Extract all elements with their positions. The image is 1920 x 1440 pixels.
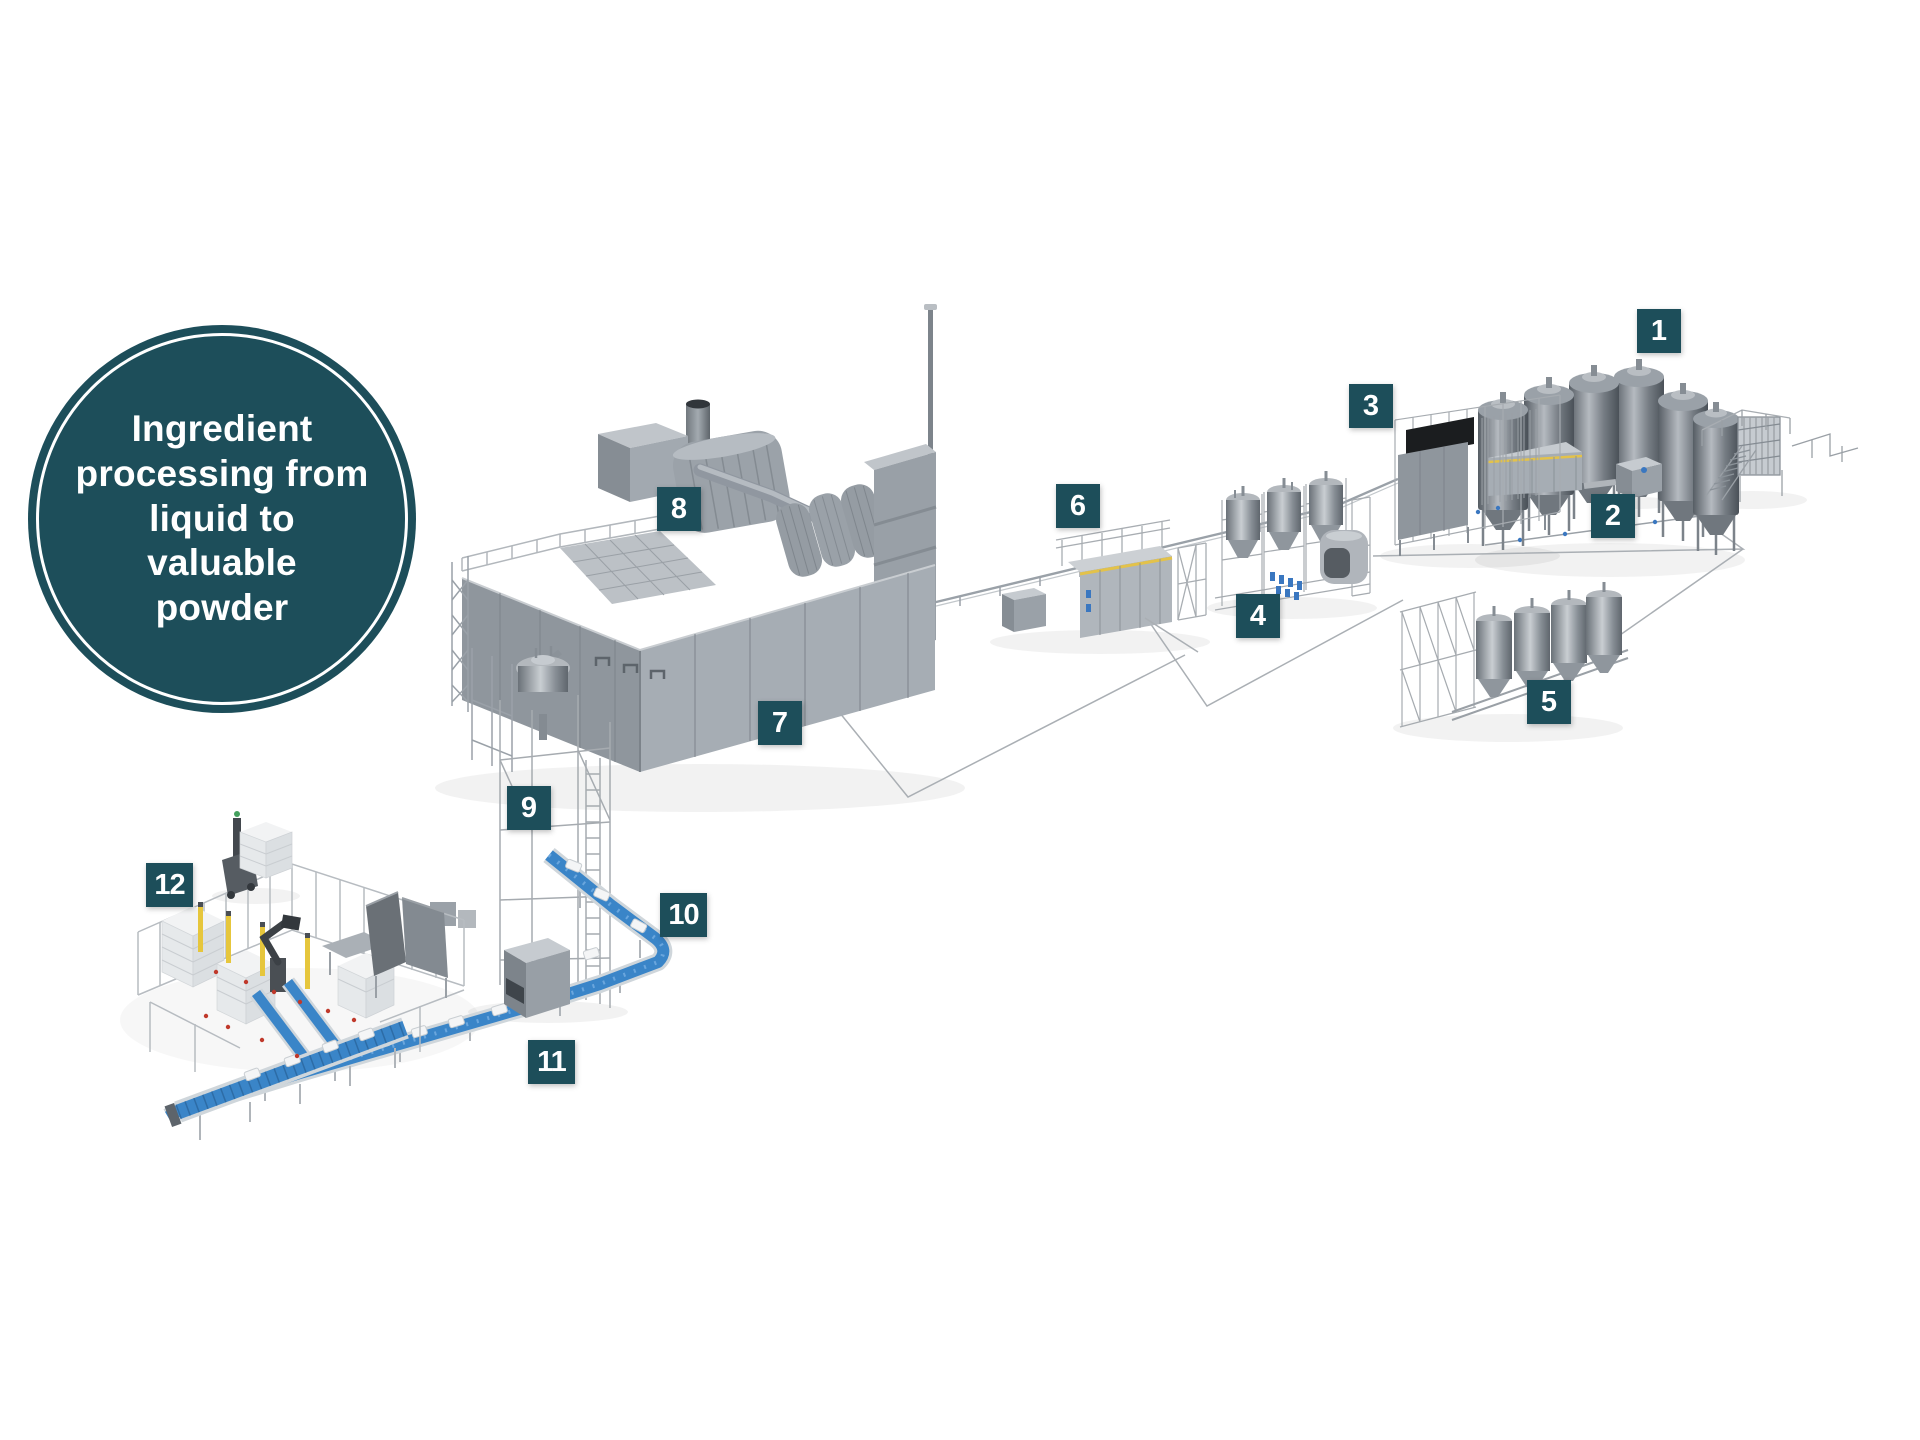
station-8-air-handling [598, 423, 833, 533]
palletizer-robot [259, 914, 301, 992]
station-1-stairs-platform [1701, 409, 1859, 502]
title-badge: Ingredient processing from liquid to val… [28, 325, 416, 713]
station-4-crystallizers [1214, 471, 1371, 611]
station-label-6: 6 [1056, 484, 1100, 528]
station-12-palletizing-cell [137, 863, 465, 1140]
station-label-9: 9 [507, 786, 551, 830]
station-label-1: 1 [1637, 309, 1681, 353]
station-label-12: 12 [146, 863, 193, 907]
station-5-evaporator [1399, 582, 1629, 728]
station-label-5: 5 [1527, 680, 1571, 724]
station-label-4: 4 [1236, 594, 1280, 638]
badge-line: Ingredient [131, 408, 313, 450]
badge-line: powder [155, 587, 289, 629]
station-label-11: 11 [528, 1040, 575, 1084]
station-3-membrane-skid [1394, 394, 1561, 556]
badge-line: liquid to [149, 497, 295, 539]
badge-title: Ingredient processing from liquid to val… [28, 325, 416, 713]
badge-line: processing from [75, 452, 369, 494]
agv-pallet-truck [222, 811, 293, 899]
bag-flattener [365, 891, 448, 998]
station-7-spray-dryer [451, 304, 937, 772]
dryer-roof-drums [776, 484, 887, 577]
station-label-7: 7 [758, 701, 802, 745]
light-curtain-posts [198, 902, 310, 989]
station-label-2: 2 [1591, 494, 1635, 538]
station-label-8: 8 [657, 487, 701, 531]
station-10-bag-conveyor [163, 848, 673, 1125]
badge-ring [36, 333, 408, 705]
station-label-10: 10 [660, 893, 707, 937]
dryer-exhaust-mast [924, 304, 937, 531]
sensor-dots [203, 969, 357, 1059]
station-11-check-station [504, 938, 570, 1018]
badge-line: valuable [147, 542, 297, 584]
pallet-outfeed-conveyor [164, 1017, 409, 1140]
station-label-3: 3 [1349, 384, 1393, 428]
dryer-scaffold [451, 556, 513, 772]
station-6-heat-exchanger-skid [1002, 519, 1207, 653]
